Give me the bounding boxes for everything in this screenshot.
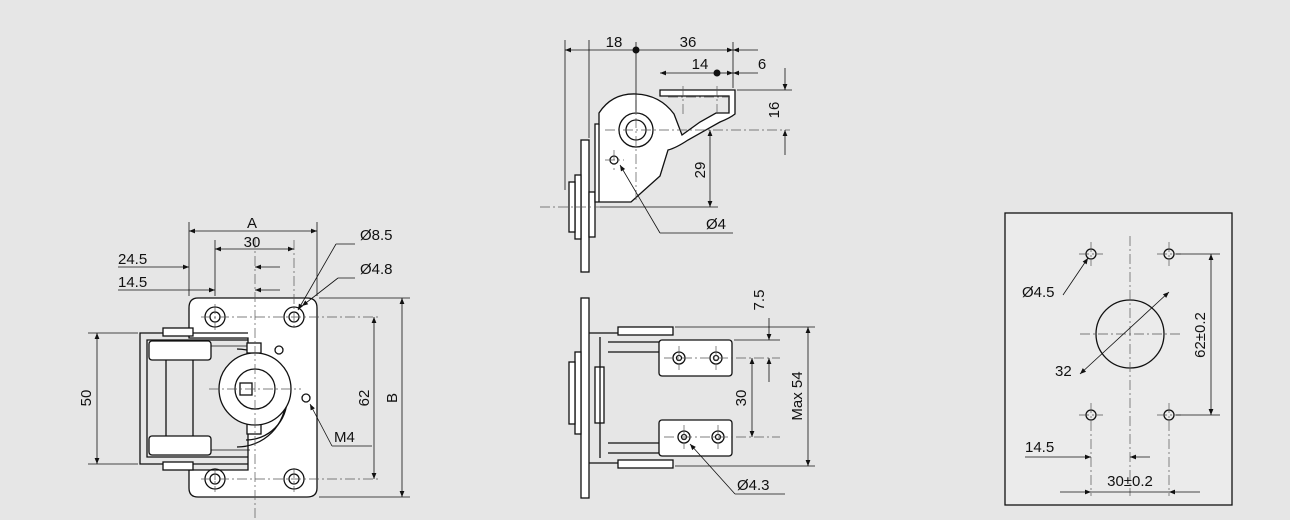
cutout-62-label: 62±0.2 [1192,312,1209,358]
dim-14-label: 14 [692,56,709,73]
front-m4-hole [301,393,311,403]
dim-50-label: 50 [78,390,95,407]
bottom-tab-lower [658,419,733,457]
dim-d4-8-label: Ø4.8 [360,261,393,278]
cutout-32-label: 32 [1055,363,1072,380]
dim-30-label: 30 [244,234,261,251]
dim-b-label: B [384,393,401,403]
cutout-30-label: 30±0.2 [1107,473,1153,490]
dim-16-label: 16 [766,102,783,119]
dim-d8-5-label: Ø8.5 [360,227,393,244]
front-bracket [139,332,248,465]
dim-62-label: 62 [356,390,373,407]
cutout-d4-5-label: Ø4.5 [1022,284,1055,301]
dim-24-5-label: 24.5 [118,251,147,268]
bottom-plate [580,297,590,499]
side-view: 18 36 14 6 16 29 Ø4 [540,34,792,273]
front-view: A 30 24.5 14.5 Ø8.5 Ø4.8 50 62 B M4 [78,215,410,518]
dim-d4-3-label: Ø4.3 [737,477,770,494]
dim-18-label: 18 [606,34,623,51]
front-clip-bottom [162,461,194,471]
bottom-view: 7.5 30 Max 54 Ø4.3 [568,290,815,499]
dim-30-bottom-label: 30 [733,390,750,407]
dim-6-label: 6 [758,56,766,73]
front-roller-bottom [148,435,212,456]
dim-29-label: 29 [692,162,709,179]
panel-cutout: Ø4.5 32 62±0.2 14.5 30±0.2 [1004,212,1233,506]
dim-7-5-label: 7.5 [751,290,768,311]
cutout-14-5-label: 14.5 [1025,439,1054,456]
front-roller-top [148,340,212,361]
dim-max54-label: Max 54 [789,371,806,420]
cutout-panel [1004,212,1233,506]
side-body [594,89,736,203]
dim-m4-label: M4 [334,429,355,446]
dim-a-label: A [247,215,257,232]
side-plate [580,139,590,273]
dim-36-label: 36 [680,34,697,51]
front-clip-top [162,327,194,337]
dim-d4-label: Ø4 [706,216,726,233]
dim-14-5-label: 14.5 [118,274,147,291]
